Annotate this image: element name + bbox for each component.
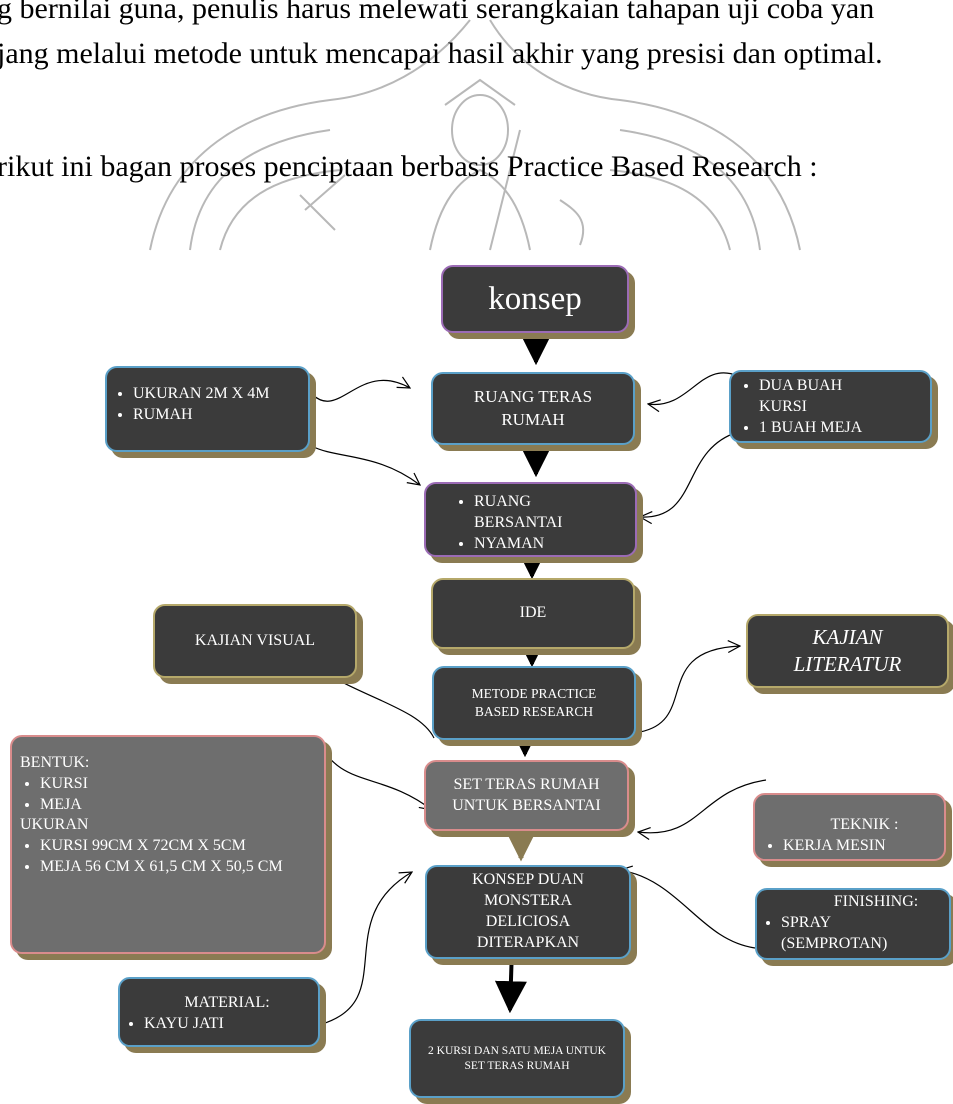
list-item: DUA BUAH KURSI bbox=[759, 376, 859, 418]
node-kursi-list: DUA BUAH KURSI 1 BUAH MEJA bbox=[739, 376, 922, 438]
body-text-line-2: jang melalui metode untuk mencapai hasil… bbox=[0, 37, 883, 70]
node-ukuran: UKURAN 2M X 4M RUMAH bbox=[105, 366, 310, 452]
list-item: UKURAN 2M X 4M bbox=[133, 384, 298, 405]
node-set-teras-label: SET TERAS RUMAH UNTUK BERSANTAI bbox=[452, 775, 601, 814]
node-ruang-teras-label: RUANG TERAS RUMAH bbox=[473, 387, 593, 429]
list-item: RUANG BERSANTAI bbox=[474, 492, 564, 534]
node-teknik-title: TEKNIK : bbox=[830, 816, 899, 833]
list-item: 1 BUAH MEJA bbox=[759, 418, 922, 439]
arrow-teknik-set bbox=[638, 779, 767, 833]
node-ruang-teras: RUANG TERAS RUMAH bbox=[431, 372, 635, 445]
list-item: KURSI 99CM X 72CM X 5CM bbox=[40, 836, 308, 857]
arrow-kursi-bersantai bbox=[640, 431, 739, 517]
node-teknik: TEKNIK : KERJA MESIN bbox=[753, 793, 946, 861]
node-kursi: DUA BUAH KURSI 1 BUAH MEJA bbox=[729, 370, 932, 443]
arrow-ukuran-ruang bbox=[312, 380, 410, 402]
node-bersantai: RUANG BERSANTAI NYAMAN bbox=[424, 482, 637, 557]
arrow-metode-visual bbox=[320, 670, 435, 739]
node-konsep-duan-label: KONSEP DUAN MONSTERA DELICIOSA DITERAPKA… bbox=[472, 871, 584, 951]
node-teknik-list: KERJA MESIN bbox=[763, 836, 936, 857]
node-ide: IDE bbox=[431, 578, 635, 649]
node-material-title: MATERIAL: bbox=[184, 994, 270, 1011]
node-finishing: FINISHING: SPRAY (SEMPROTAN) bbox=[755, 888, 951, 960]
body-text-line-3: rikut ini bagan proses penciptaan berbas… bbox=[0, 150, 818, 183]
node-bersantai-list: RUANG BERSANTAI NYAMAN bbox=[454, 492, 625, 554]
node-ukuran-list: UKURAN 2M X 4M RUMAH bbox=[113, 384, 298, 426]
node-hasil: 2 KURSI DAN SATU MEJA UNTUK SET TERAS RU… bbox=[409, 1019, 625, 1098]
list-item: KURSI bbox=[40, 774, 308, 795]
node-kajian-literatur-label: KAJIAN LITERATUR bbox=[793, 624, 902, 676]
node-konsep-duan: KONSEP DUAN MONSTERA DELICIOSA DITERAPKA… bbox=[425, 865, 631, 959]
node-kajian-literatur: KAJIAN LITERATUR bbox=[746, 614, 949, 688]
list-item: MEJA 56 CM X 61,5 CM X 50,5 CM bbox=[40, 857, 308, 878]
list-item: KAYU JATI bbox=[144, 1014, 310, 1035]
arrow-material-set bbox=[321, 872, 412, 1025]
body-text-line-1: g bernilai guna, penulis harus melewati … bbox=[0, 0, 875, 25]
node-bentuk: BENTUK: KURSI MEJA UKURAN KURSI 99CM X 7… bbox=[10, 735, 326, 954]
node-hasil-label: 2 KURSI DAN SATU MEJA UNTUK SET TERAS RU… bbox=[428, 1044, 606, 1072]
node-finishing-list: SPRAY (SEMPROTAN) bbox=[761, 913, 941, 955]
node-ide-label: IDE bbox=[519, 604, 547, 622]
list-item: NYAMAN bbox=[474, 534, 625, 555]
list-item: RUMAH bbox=[133, 405, 298, 426]
node-konsep: konsep bbox=[441, 265, 629, 333]
arrow-metode-literatur bbox=[639, 646, 740, 733]
node-metode: METODE PRACTICE BASED RESEARCH bbox=[432, 666, 636, 740]
node-bentuk-list-2: KURSI 99CM X 72CM X 5CM MEJA 56 CM X 61,… bbox=[20, 836, 308, 878]
node-bentuk-list-1: KURSI MEJA bbox=[20, 774, 308, 816]
node-kajian-visual-label: KAJIAN VISUAL bbox=[194, 631, 316, 649]
node-ukuran-title: UKURAN bbox=[20, 816, 89, 834]
watermark-logo bbox=[149, 19, 801, 251]
list-item: KERJA MESIN bbox=[783, 836, 936, 857]
node-bentuk-title: BENTUK: bbox=[20, 754, 90, 771]
list-item: SPRAY (SEMPROTAN) bbox=[781, 913, 901, 955]
arrow-finishing-set bbox=[620, 870, 756, 949]
arrow-kursi-ruang bbox=[648, 372, 739, 405]
node-finishing-title: FINISHING: bbox=[833, 893, 919, 910]
arrow-bentuk-set bbox=[315, 736, 432, 810]
node-material: MATERIAL: KAYU JATI bbox=[118, 977, 320, 1047]
list-item: MEJA bbox=[40, 795, 308, 816]
node-kajian-visual: KAJIAN VISUAL bbox=[153, 604, 357, 678]
node-material-list: KAYU JATI bbox=[124, 1014, 310, 1035]
node-konsep-label: konsep bbox=[488, 280, 582, 317]
node-metode-label: METODE PRACTICE BASED RESEARCH bbox=[471, 686, 597, 719]
node-set-teras: SET TERAS RUMAH UNTUK BERSANTAI bbox=[424, 760, 629, 831]
